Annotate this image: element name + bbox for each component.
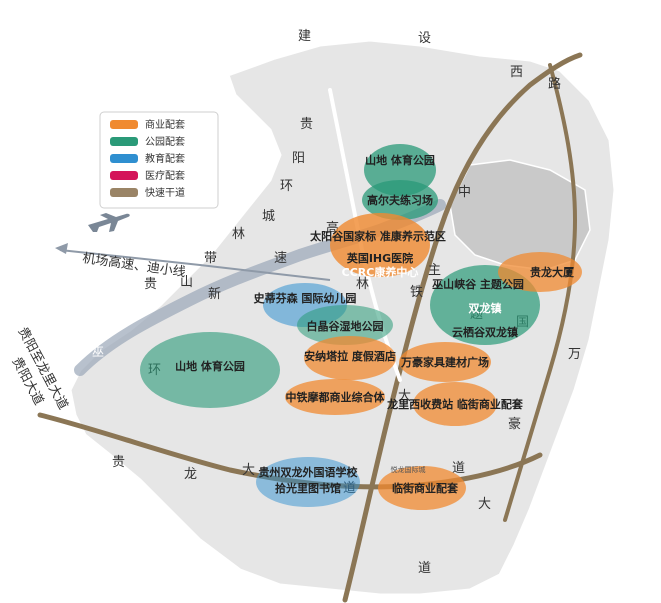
- poi-clouds: [140, 144, 582, 510]
- poi-street-commerce: 临街商业配套: [392, 481, 459, 495]
- poi-shandi-park-1: 山地 体育公园: [365, 153, 435, 167]
- road-char: 大: [242, 463, 255, 478]
- commerce-cloud: [330, 213, 430, 277]
- road-char: 阳: [292, 151, 305, 166]
- legend-label-park: 公园配套: [145, 135, 185, 148]
- road-char: 主: [428, 263, 441, 278]
- airplane-icon: [88, 213, 130, 232]
- commerce-cloud: [304, 336, 396, 380]
- poi-wanding-market: 万豪家具建材广场: [400, 355, 489, 369]
- road-char: 巫: [92, 345, 104, 359]
- road-char: 贵: [300, 117, 313, 132]
- poi-ccrc: CCRC康养中心: [342, 265, 419, 279]
- road-char: 林: [232, 227, 245, 242]
- legend-swatch-expressway: [110, 188, 138, 197]
- legend-swatch-commerce: [110, 120, 138, 129]
- poi-baichanggu-park: 白晶谷湿地公园: [307, 319, 384, 333]
- poi-ihg-hospital: 英国IHG医院: [346, 251, 413, 265]
- park-cloud: [362, 180, 438, 220]
- road-char: 设: [418, 31, 431, 46]
- commerce-cloud: [378, 466, 466, 510]
- poi-foreign-school: 贵州双龙外国语学校: [259, 465, 359, 479]
- commerce-cloud: [399, 342, 491, 382]
- commerce-cloud: [413, 382, 497, 426]
- poi-golf-range: 高尔夫练习场: [367, 193, 433, 207]
- road-char: 贵: [144, 277, 157, 292]
- road-char: 中: [458, 185, 471, 200]
- road-char: 带: [204, 251, 217, 266]
- poi-wushan-park: 巫山峡谷 主题公园: [432, 277, 524, 291]
- poi-kindergarten: 史蒂芬森 国际幼儿园: [254, 291, 357, 305]
- road-char: 万: [568, 347, 581, 362]
- road-char: 新: [208, 286, 221, 302]
- poi-anna-hotel: 安纳塔拉 度假酒店: [304, 349, 396, 363]
- legend-swatch-medical: [110, 171, 138, 180]
- poi-labels: 山地 体育公园 高尔夫练习场 太阳谷国家标 准康养示范区 英国IHG医院 CCR…: [175, 153, 575, 495]
- road-char: 铁: [410, 285, 423, 300]
- poi-guilong-tower: 贵龙大厦: [530, 265, 575, 279]
- poi-library: 拾光里图书馆: [275, 481, 341, 495]
- legend-swatch-park: [110, 137, 138, 146]
- road-char: 路: [548, 76, 561, 92]
- poi-longli-toll: 龙里西收费站 临街商业配套: [386, 397, 524, 411]
- road-char: 西: [510, 65, 523, 80]
- road-char: 环: [280, 179, 293, 194]
- legend-label-medical: 医疗配套: [145, 169, 185, 182]
- road-char: 山: [180, 275, 193, 290]
- legend-label-commerce: 商业配套: [145, 118, 185, 131]
- education-cloud: [256, 457, 360, 507]
- road-char: 大: [478, 497, 491, 512]
- road-char: 林: [356, 277, 369, 292]
- expressway-jianshexi: [342, 52, 583, 603]
- commerce-cloud: [498, 252, 582, 292]
- arrow-head-icon: [55, 243, 68, 254]
- commerce-cloud: [285, 379, 385, 415]
- poi-yunqigu: 云栖谷双龙镇: [452, 325, 518, 339]
- road-char: 龙: [184, 467, 197, 482]
- road-char: 建: [298, 29, 311, 44]
- road-char: 豪: [508, 416, 521, 432]
- expressway-wanhao: [503, 63, 578, 522]
- road-char: 道: [452, 461, 465, 476]
- poi-shandi-park-2: 山地 体育公园: [175, 359, 245, 373]
- road-char: 速: [274, 251, 287, 266]
- road-char: 大: [398, 389, 411, 404]
- airport-expressway-label: 机场高速、迪小线: [81, 250, 186, 280]
- airport-route-arrow: [59, 249, 331, 281]
- legend: 商业配套 公园配套 教育配套 医疗配套 快速干道: [99, 111, 219, 209]
- legend-label-expressway: 快速干道: [145, 186, 185, 199]
- park-cloud: [140, 332, 280, 408]
- legend-label-education: 教育配套: [145, 152, 185, 165]
- road-char: 城: [262, 209, 275, 224]
- park-cloud: [297, 305, 393, 345]
- poi-taiyanggu: 太阳谷国家标 准康养示范区: [309, 229, 446, 243]
- poi-shuanglong-town: 双龙镇: [469, 301, 502, 315]
- poi-zhongtie-mall: 中铁摩都商业综合体: [286, 390, 386, 404]
- road-char: 贵: [112, 455, 125, 470]
- legend-swatch-education: [110, 154, 138, 163]
- road-char: 道: [418, 561, 431, 576]
- poi-yuelong: 悦龙国际城: [391, 465, 426, 474]
